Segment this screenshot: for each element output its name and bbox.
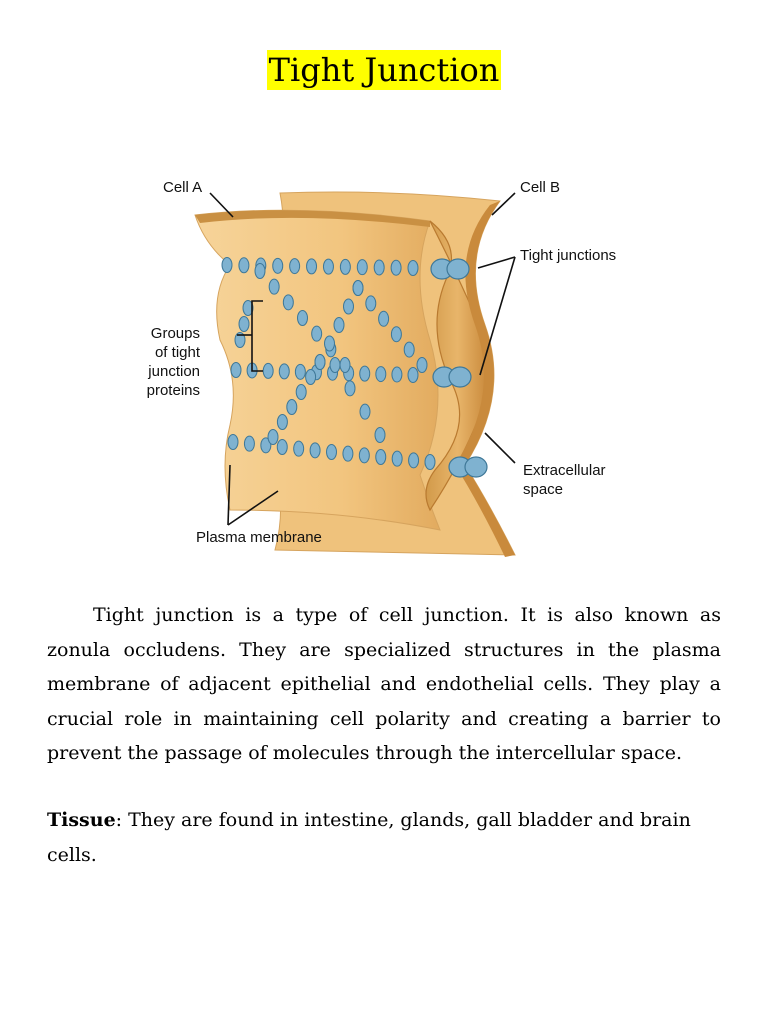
protein-bead-bottom: [260, 437, 272, 454]
label-groups-line3: junction: [147, 363, 200, 380]
protein-bead-bottom: [408, 452, 420, 469]
protein-bead-bottom: [276, 439, 288, 455]
label-extracellular-line2: space: [523, 481, 563, 498]
protein-bead-diagonal: [282, 294, 294, 311]
tight-junction-contact: [464, 456, 488, 478]
protein-bead-diagonal: [378, 310, 390, 327]
protein-bead-group: [234, 332, 246, 348]
protein-bead-middle: [230, 362, 242, 378]
protein-bead-diagonal: [329, 357, 341, 373]
protein-bead-bottom: [243, 435, 255, 452]
leader-lines: [209, 192, 516, 526]
protein-bead-diagonal: [352, 280, 364, 296]
protein-bead-diagonal: [314, 354, 326, 370]
label-cell-b: Cell B: [520, 179, 560, 196]
tight-junction-contact: [448, 366, 472, 388]
protein-bead-middle: [359, 365, 371, 382]
protein-bead-middle: [278, 363, 290, 380]
protein-bead-diagonal: [305, 369, 317, 385]
tissue-text: : They are found in intestine, glands, g…: [47, 809, 691, 866]
description-paragraph: Tight junction is a type of cell junctio…: [47, 598, 721, 771]
protein-bead-bottom: [358, 447, 370, 464]
protein-bead-diagonal: [297, 310, 308, 326]
protein-bead-diagonal: [333, 317, 345, 333]
protein-bead-bottom: [293, 440, 305, 457]
description-text: Tight junction is a type of cell junctio…: [47, 604, 721, 764]
tissue-label: Tissue: [47, 809, 116, 831]
label-groups-line2: of tight: [155, 344, 201, 361]
protein-bead-diagonal: [403, 341, 415, 358]
protein-bead-diagonal: [390, 326, 402, 343]
protein-bead-bottom: [391, 450, 403, 467]
label-tight-junctions: Tight junctions: [520, 247, 616, 264]
protein-bead-diagonal: [254, 263, 266, 279]
protein-bead-diagonal: [295, 384, 307, 400]
protein-bead-diagonal: [365, 295, 377, 312]
label-cell-a: Cell A: [163, 179, 202, 196]
protein-bead-bottom: [424, 454, 436, 470]
protein-bead-middle: [391, 366, 403, 383]
protein-bead-diagonal: [268, 278, 280, 295]
label-groups-line1: Groups: [151, 325, 200, 342]
protein-bead-top: [339, 258, 351, 275]
protein-bead-top: [322, 258, 334, 275]
protein-bead-top: [221, 257, 233, 273]
cell-a-top-rim: [195, 210, 430, 227]
protein-bead-diagonal: [416, 357, 428, 373]
protein-bead-bottom: [227, 434, 239, 450]
tight-junction-diagram: Cell A Cell B Tight junctions Groups of …: [130, 165, 650, 565]
page-title: Tight Junction: [266, 50, 502, 90]
label-groups-line4: proteins: [147, 382, 200, 399]
protein-bead-diagonal: [343, 298, 354, 315]
protein-bead-bottom: [342, 445, 354, 462]
label-plasma-membrane: Plasma membrane: [196, 529, 322, 546]
protein-bead-top: [373, 259, 385, 276]
protein-bead-group: [242, 300, 254, 316]
protein-bead-top: [356, 259, 368, 276]
protein-bead-top: [272, 257, 284, 274]
protein-bead-middle: [375, 366, 387, 383]
protein-bead-top: [289, 258, 301, 275]
protein-bead-diagonal: [286, 399, 298, 415]
protein-bead-diagonal: [276, 414, 288, 430]
cell-b-right-rim: [455, 201, 515, 557]
protein-bead-middle: [294, 363, 306, 380]
protein-bead-diagonal: [359, 403, 371, 420]
protein-bead-diagonal: [344, 380, 356, 397]
protein-bead-top: [390, 259, 402, 276]
protein-bead-top: [306, 258, 318, 275]
protein-bead-middle: [407, 367, 419, 383]
tight-junction-contact: [446, 258, 470, 280]
protein-bead-top: [238, 257, 250, 274]
protein-bead-bottom: [326, 444, 337, 460]
protein-bead-diagonal: [339, 357, 351, 373]
protein-bead-top: [407, 260, 419, 276]
diagram-svg: Cell A Cell B Tight junctions Groups of …: [147, 179, 616, 557]
protein-strands: [221, 257, 488, 478]
protein-bead-diagonal: [374, 427, 386, 443]
protein-bead-diagonal: [311, 325, 323, 342]
protein-bead-bottom: [375, 449, 387, 465]
protein-bead-diagonal: [267, 429, 279, 445]
protein-bead-diagonal: [324, 335, 335, 352]
title-wrap: Tight Junction: [0, 50, 768, 90]
protein-bead-group: [238, 316, 250, 332]
label-extracellular-line1: Extracellular: [523, 462, 606, 479]
protein-bead-bottom: [309, 442, 321, 459]
protein-bead-middle: [262, 362, 274, 379]
tissue-paragraph: Tissue: They are found in intestine, gla…: [47, 803, 721, 873]
